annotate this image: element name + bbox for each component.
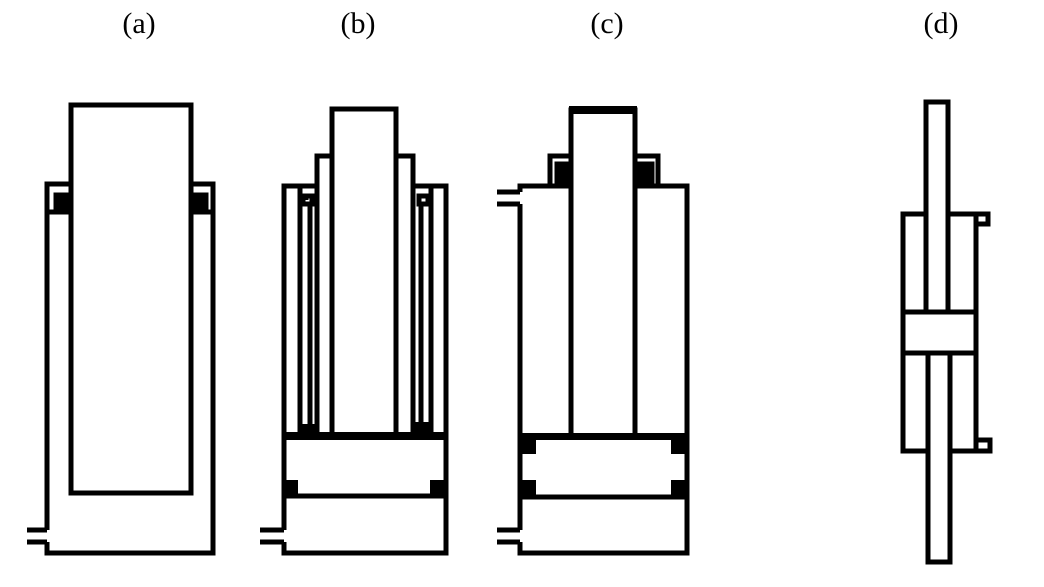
panel-label-a: (a) <box>122 7 156 40</box>
piston-top-plate <box>284 432 446 440</box>
piston-seal-bottom-right <box>671 480 687 497</box>
port-bottom <box>973 437 993 454</box>
panel-label-d: (d) <box>923 7 959 40</box>
piston-seal-bottom-left <box>520 480 536 497</box>
seal-b-top-right <box>415 422 429 434</box>
seal-left <box>55 196 69 212</box>
piston <box>900 309 979 356</box>
piston-seal-top-right <box>671 436 687 454</box>
upper-rod <box>923 99 951 310</box>
seal-b-bottom-right <box>430 480 446 496</box>
panel-label-c: (c) <box>590 7 624 40</box>
barrel-top-left <box>517 183 571 192</box>
outer-barrel <box>281 183 449 556</box>
seal-right <box>193 196 206 212</box>
diagram-c-double-acting-cylinder <box>497 106 690 556</box>
port-top <box>973 211 991 227</box>
gland-right-inner <box>635 161 655 184</box>
diagram-a-plunger-cylinder <box>27 102 216 556</box>
rod-seal-right <box>637 166 651 186</box>
seal-b-bottom-left <box>284 480 298 496</box>
barrel-left-upper <box>44 181 71 530</box>
plunger-rod <box>68 102 194 496</box>
panel-label-b: (b) <box>340 7 376 40</box>
stage-2-right <box>396 153 416 435</box>
barrel-bottom-right <box>44 181 216 556</box>
piston-top-line <box>520 433 687 440</box>
lower-rod <box>925 355 953 565</box>
piston-rod <box>568 107 638 435</box>
stage-1-right-gland <box>416 193 431 207</box>
diagram-d-double-rod-cylinder <box>900 99 993 565</box>
rod-seal-left <box>556 166 570 186</box>
piston-seal-top-left <box>520 436 536 454</box>
diagram-b-telescopic-cylinder <box>260 106 449 556</box>
gland-right-outer <box>635 153 661 184</box>
stage-3-plunger <box>329 106 399 438</box>
seal-b-top-left <box>302 424 316 434</box>
port-gap <box>280 530 288 542</box>
stage-2-left <box>314 153 332 435</box>
gland-left-outer <box>547 153 571 184</box>
rod-top-cap <box>569 106 637 114</box>
barrel-bottom-right <box>517 183 690 556</box>
